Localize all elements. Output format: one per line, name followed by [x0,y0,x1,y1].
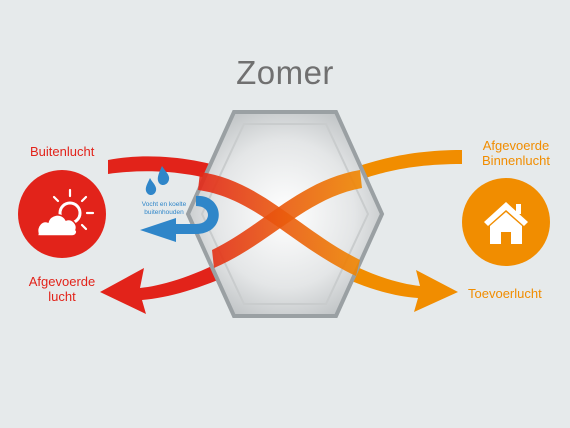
label-afgevoerde-lucht-line2: lucht [48,289,76,304]
label-afgevoerde-binnenlucht-line2: Binnenlucht [482,153,550,168]
label-buitenlucht: Buitenlucht [30,144,95,159]
moisture-return-arrow [140,195,219,242]
outdoor-air-inflow [108,156,236,186]
label-afgevoerde-lucht: Afgevoerde lucht [22,274,102,304]
label-toevoerlucht: Toevoerlucht [468,286,542,301]
supply-air-arrow [332,258,458,312]
sun-cloud-icon [36,188,95,237]
indoor-exhaust-inflow [334,150,462,188]
label-vocht-koelte: Vocht en koelte buitenhouden [133,201,195,216]
label-afgevoerde-lucht-line1: Afgevoerde [28,274,96,289]
label-vocht-line2: buitenhouden [144,208,184,216]
indoor-air-stream-through-exchanger [212,170,362,268]
house-icon [484,202,528,244]
label-vocht-line1: Vocht en koelte [141,201,187,208]
water-drops-icon [145,166,170,196]
label-afgevoerde-binnenlucht: Afgevoerde Binnenlucht [466,138,566,168]
label-afgevoerde-binnenlucht-line1: Afgevoerde [482,138,550,153]
page-title: Zomer [236,54,334,91]
exhaust-air-arrow [100,258,236,314]
